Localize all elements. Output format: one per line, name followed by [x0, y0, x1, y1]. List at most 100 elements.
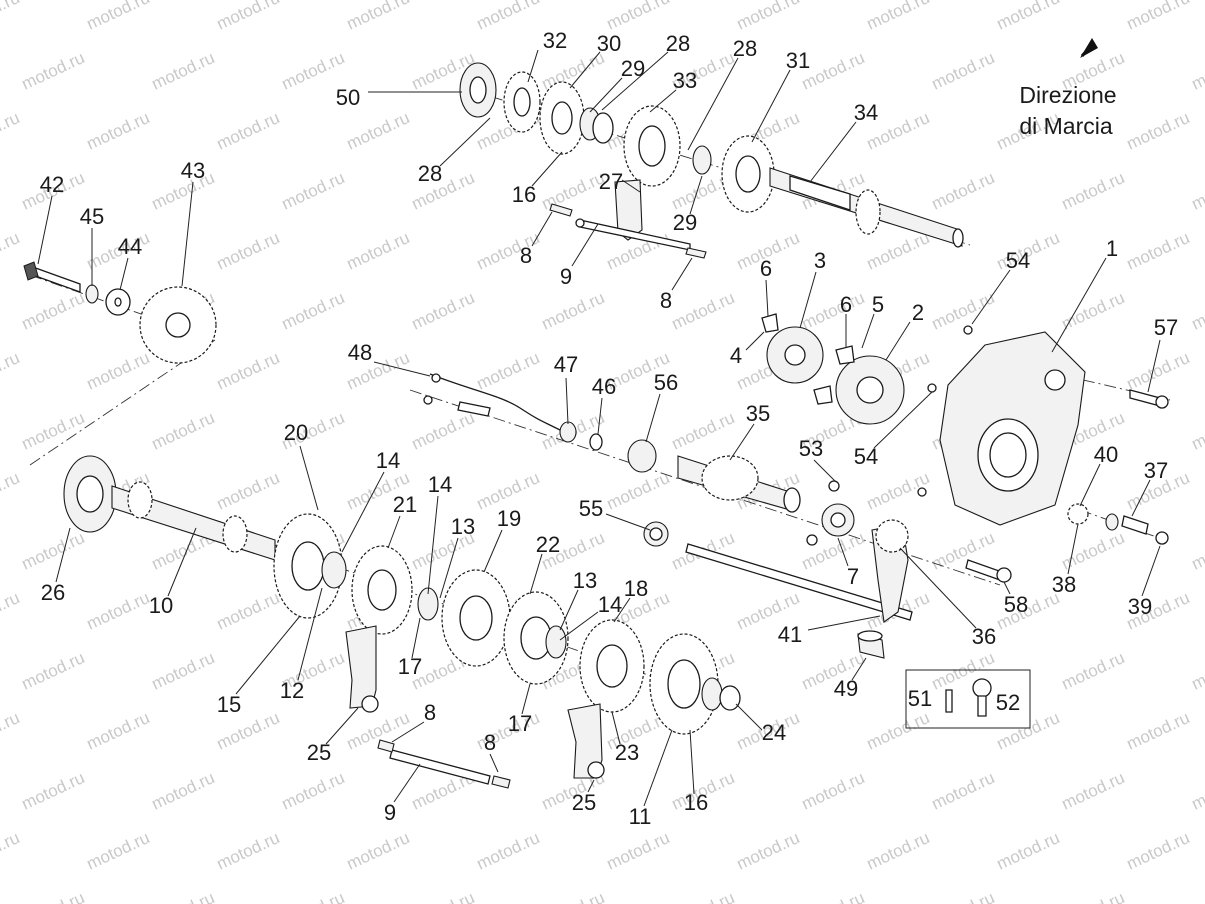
callout-c32: 32 [543, 28, 567, 53]
callout-c48: 48 [348, 340, 372, 365]
watermark-text: motod.ru [19, 528, 88, 574]
callout-c40: 40 [1094, 442, 1118, 467]
small-parts-right [1067, 503, 1169, 545]
callout-c18: 18 [624, 576, 648, 601]
watermark-text: motod.ru [344, 228, 413, 274]
callout-c12: 12 [280, 678, 304, 703]
callout-c54b: 54 [854, 444, 878, 469]
leader-line-c5 [861, 313, 875, 349]
main-shaft-assembly [63, 455, 741, 789]
leader-line-c8c [391, 721, 425, 743]
leader-line-c9b [393, 763, 421, 803]
callout-c29b: 29 [673, 210, 697, 235]
leader-line-c28b [687, 57, 739, 151]
leader-line-c46 [597, 397, 603, 435]
watermark-text: motod.ru [344, 0, 413, 34]
callout-c29a: 29 [621, 56, 645, 81]
watermark-text: motod.ru [539, 288, 608, 334]
callout-c37: 37 [1144, 458, 1168, 483]
callout-c23: 23 [615, 740, 639, 765]
watermark-text: motod.ru [214, 828, 283, 874]
callout-c42: 42 [40, 172, 64, 197]
watermark-text: motod.ru [1124, 228, 1193, 274]
callout-c26: 26 [41, 580, 65, 605]
leader-line-c13b [559, 589, 579, 631]
callout-c13b: 13 [573, 568, 597, 593]
leader-line-c43 [181, 181, 194, 287]
watermark-text: motod.ru [929, 288, 998, 334]
leader-line-c28a [601, 51, 669, 111]
watermark-text: motod.ru [1124, 828, 1193, 874]
callout-c20: 20 [284, 420, 308, 445]
watermark-text: motod.ru [799, 768, 868, 814]
watermark-text: motod.ru [0, 588, 22, 634]
watermark-text: motod.ru [344, 828, 413, 874]
leader-line-c20 [299, 445, 319, 511]
leader-line-c28c [439, 117, 491, 167]
callout-c27: 27 [599, 169, 623, 194]
leader-line-c32 [527, 49, 539, 83]
watermark-text: motod.ru [84, 108, 153, 154]
leader-line-c4 [745, 331, 765, 351]
watermark-text: motod.ru [929, 768, 998, 814]
watermark-text: motod.ru [864, 228, 933, 274]
leader-line-c8d [489, 753, 499, 773]
watermark-text: motod.ru [1059, 648, 1128, 694]
watermark-text: motod.ru [1124, 108, 1193, 154]
leader-line-c35 [729, 423, 755, 461]
callout-c14c: 14 [598, 592, 622, 617]
leader-line-c53 [813, 459, 837, 483]
watermark-text: motod.ru [1059, 888, 1128, 904]
leader-line-c12 [297, 587, 323, 681]
leader-line-c8b [671, 257, 693, 291]
callout-c17b: 17 [508, 711, 532, 736]
callout-c58: 58 [1004, 592, 1028, 617]
watermark-text: motod.ru [84, 0, 153, 34]
watermark-text: motod.ru [1189, 288, 1205, 334]
leader-line-c16b [689, 729, 695, 795]
leader-line-c25b [587, 779, 595, 793]
leader-line-c24 [735, 703, 763, 731]
leader-line-c31 [751, 69, 791, 143]
watermark-text: motod.ru [1189, 888, 1205, 904]
leader-line-c57 [1147, 339, 1161, 393]
sprocket-group [23, 261, 217, 364]
callout-c25a: 25 [307, 740, 331, 765]
watermark-text: motod.ru [19, 408, 88, 454]
callout-c47: 47 [554, 352, 578, 377]
watermark-text: motod.ru [669, 288, 738, 334]
leader-line-c1 [1051, 257, 1107, 353]
leader-line-c3 [799, 271, 817, 329]
leader-line-c58 [1003, 581, 1011, 595]
callout-c19: 19 [497, 506, 521, 531]
watermark-text: motod.ru [474, 348, 543, 394]
watermark-text: motod.ru [864, 708, 933, 754]
leader-line-c23 [611, 711, 621, 745]
watermark-text: motod.ru [539, 168, 608, 214]
leader-line-c21 [387, 515, 401, 549]
callout-c46: 46 [592, 374, 616, 399]
watermark-text: motod.ru [1124, 0, 1193, 34]
leader-line-c13a [439, 537, 459, 599]
callout-c31: 31 [786, 48, 810, 73]
callout-c10: 10 [149, 593, 173, 618]
direction-arrow-icon [1080, 38, 1098, 58]
selector-drum-group [423, 373, 855, 547]
callout-c16b: 16 [684, 790, 708, 815]
callout-c50: 50 [336, 85, 360, 110]
callout-c52: 52 [996, 690, 1020, 715]
watermark-text: motod.ru [84, 708, 153, 754]
callout-c57: 57 [1154, 315, 1178, 340]
watermark-text: motod.ru [474, 228, 543, 274]
callout-c1: 1 [1106, 236, 1118, 261]
watermark-text: motod.ru [929, 888, 998, 904]
watermark-text: motod.ru [279, 768, 348, 814]
callout-c24: 24 [762, 720, 786, 745]
watermark-text: motod.ru [0, 348, 22, 394]
watermark-text: motod.ru [149, 408, 218, 454]
watermark-text: motod.ru [279, 168, 348, 214]
watermark-text: motod.ru [0, 108, 22, 154]
leader-line-c26 [55, 527, 71, 583]
watermark-text: motod.ru [19, 288, 88, 334]
